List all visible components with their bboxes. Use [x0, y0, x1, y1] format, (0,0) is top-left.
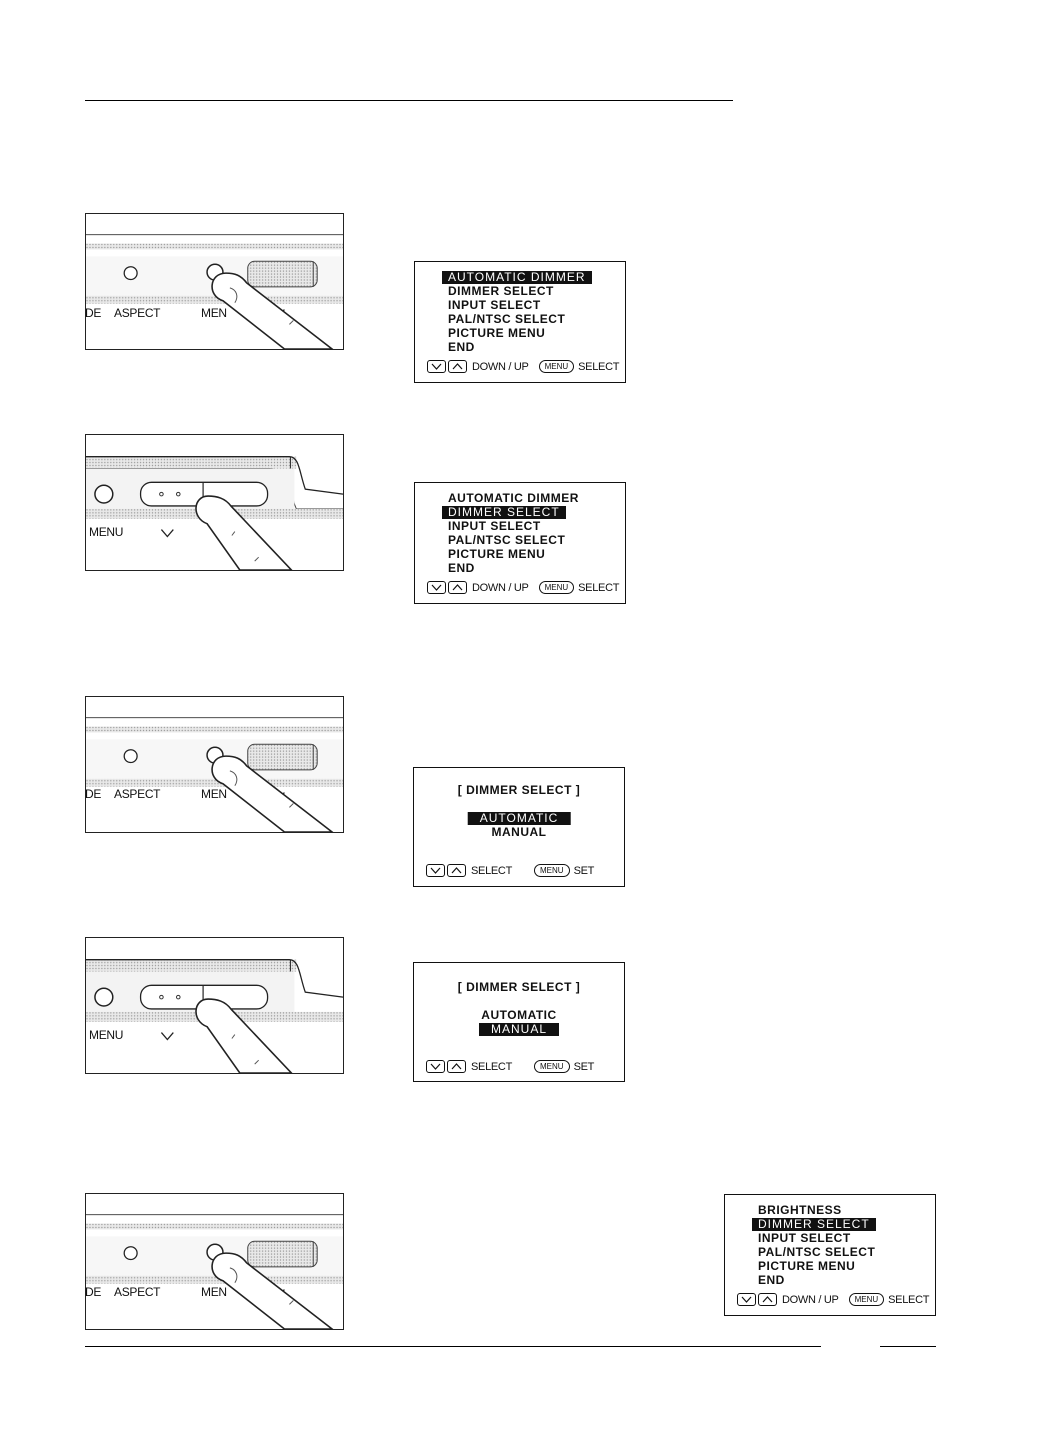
remote-menu-press-illustration: DE ASPECT MEN	[85, 696, 344, 833]
down-arrow-key-icon	[427, 360, 446, 373]
menu-item-dimmer-select: DIMMER SELECT	[442, 506, 566, 519]
down-arrow-key-icon	[737, 1293, 756, 1306]
down-arrow-key-icon	[427, 581, 446, 594]
nav-label: SELECT	[471, 1060, 512, 1073]
nav-label: DOWN / UP	[472, 360, 529, 373]
nav-label: SELECT	[471, 864, 512, 877]
remote-down-press-illustration: MENU	[85, 434, 344, 571]
menu-key-icon: MENU	[538, 581, 575, 594]
remote-down-press-illustration: MENU	[85, 937, 344, 1074]
option-automatic: AUTOMATIC	[467, 812, 571, 825]
menu-item-dimmer-select: DIMMER SELECT	[752, 1218, 876, 1231]
bottom-rule	[85, 1346, 821, 1347]
bottom-rule-right	[880, 1346, 936, 1347]
remote-menu-press-illustration: DE ASPECT MEN	[85, 213, 344, 350]
action-label: SET	[573, 1060, 595, 1073]
menu-item-dimmer-select: DIMMER SELECT	[448, 284, 554, 298]
up-arrow-key-icon	[447, 864, 466, 877]
remote-label-menu: MEN	[201, 787, 227, 801]
remote-label-menu: MEN	[201, 306, 227, 320]
option-automatic: AUTOMATIC	[481, 1008, 557, 1022]
remote-label-de: DE	[85, 306, 102, 320]
remote-label-menu: MENU	[89, 525, 124, 539]
up-arrow-key-icon	[448, 581, 467, 594]
menu-item-pal-ntsc-select: PAL/NTSC SELECT	[448, 533, 566, 547]
option-manual: MANUAL	[491, 825, 547, 839]
up-arrow-key-icon	[448, 360, 467, 373]
osd-dimmer-select-submenu: [ DIMMER SELECT ] AUTOMATIC MANUAL SELEC…	[413, 962, 625, 1082]
remote-menu-press-illustration: DE ASPECT MEN	[85, 1193, 344, 1330]
menu-item-automatic-dimmer: AUTOMATIC DIMMER	[442, 271, 592, 284]
remote-label-aspect: ASPECT	[114, 787, 161, 801]
osd-dimmer-select-submenu: [ DIMMER SELECT ] AUTOMATIC MANUAL SELEC…	[413, 767, 625, 887]
remote-label-de: DE	[85, 1285, 102, 1299]
remote-label-aspect: ASPECT	[114, 1285, 161, 1299]
menu-item-end: END	[448, 340, 475, 354]
action-label: SELECT	[578, 360, 620, 373]
menu-item-end: END	[758, 1273, 785, 1287]
remote-label-aspect: ASPECT	[114, 306, 161, 320]
menu-key-icon: MENU	[848, 1293, 885, 1306]
down-arrow-key-icon	[426, 864, 445, 877]
action-label: SELECT	[888, 1293, 930, 1306]
menu-item-automatic-dimmer: AUTOMATIC DIMMER	[448, 491, 579, 505]
menu-item-picture-menu: PICTURE MENU	[758, 1259, 856, 1273]
menu-footer: SELECT MENU SET	[426, 864, 594, 877]
menu-key-icon: MENU	[534, 864, 570, 877]
submenu-title: [ DIMMER SELECT ]	[457, 783, 581, 797]
remote-label-menu: MEN	[201, 1285, 227, 1299]
osd-menu-main: AUTOMATIC DIMMER DIMMER SELECT INPUT SEL…	[414, 261, 626, 383]
up-arrow-key-icon	[447, 1060, 466, 1073]
option-manual: MANUAL	[478, 1023, 560, 1036]
menu-item-end: END	[448, 561, 475, 575]
top-rule	[85, 100, 733, 101]
menu-footer: DOWN / UP MENU SELECT	[737, 1293, 929, 1306]
menu-key-icon: MENU	[538, 360, 575, 373]
menu-item-pal-ntsc-select: PAL/NTSC SELECT	[758, 1245, 876, 1259]
remote-label-de: DE	[85, 787, 102, 801]
submenu-title: [ DIMMER SELECT ]	[457, 980, 581, 994]
menu-item-input-select: INPUT SELECT	[448, 519, 541, 533]
menu-item-input-select: INPUT SELECT	[758, 1231, 851, 1245]
nav-label: DOWN / UP	[472, 581, 529, 594]
menu-item-pal-ntsc-select: PAL/NTSC SELECT	[448, 312, 566, 326]
up-arrow-key-icon	[758, 1293, 777, 1306]
menu-item-picture-menu: PICTURE MENU	[448, 326, 546, 340]
down-arrow-key-icon	[426, 1060, 445, 1073]
osd-menu-main: AUTOMATIC DIMMER DIMMER SELECT INPUT SEL…	[414, 482, 626, 604]
action-label: SET	[573, 864, 595, 877]
action-label: SELECT	[578, 581, 620, 594]
osd-picture-menu: BRIGHTNESS DIMMER SELECT INPUT SELECT PA…	[724, 1194, 936, 1316]
nav-label: DOWN / UP	[782, 1293, 839, 1306]
menu-item-brightness: BRIGHTNESS	[758, 1203, 842, 1217]
menu-footer: DOWN / UP MENU SELECT	[427, 360, 619, 373]
menu-key-icon: MENU	[534, 1060, 570, 1073]
menu-item-picture-menu: PICTURE MENU	[448, 547, 546, 561]
menu-footer: SELECT MENU SET	[426, 1060, 594, 1073]
menu-item-input-select: INPUT SELECT	[448, 298, 541, 312]
remote-label-menu: MENU	[89, 1028, 124, 1042]
menu-footer: DOWN / UP MENU SELECT	[427, 581, 619, 594]
